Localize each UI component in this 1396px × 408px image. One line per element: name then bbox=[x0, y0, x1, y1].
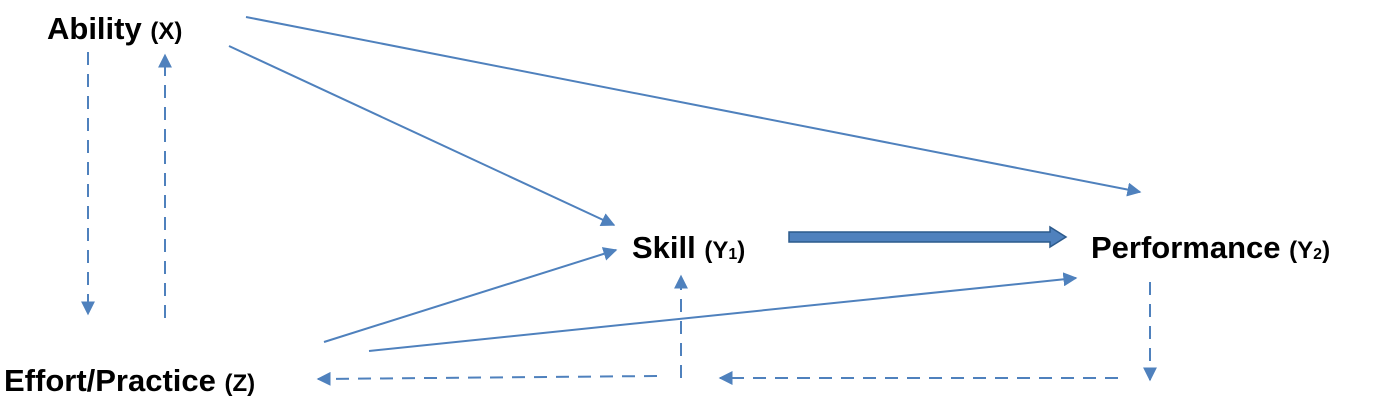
effort-label: Effort/Practice bbox=[4, 363, 216, 398]
performance-variable: (Y2) bbox=[1289, 237, 1330, 264]
effort-variable: (Z) bbox=[224, 370, 256, 397]
skill-var-close: ) bbox=[737, 237, 746, 264]
node-ability: Ability (X) bbox=[47, 13, 182, 44]
ability-label: Ability bbox=[47, 11, 142, 46]
node-effort-practice: Effort/Practice (Z) bbox=[4, 365, 255, 396]
arrow-ability-to-performance bbox=[245, 16, 1142, 197]
skill-var-open: (Y bbox=[704, 237, 729, 264]
ability-variable: (X) bbox=[150, 18, 183, 45]
node-skill: Skill (Y1) bbox=[632, 232, 745, 263]
skill-var-subscript: 1 bbox=[728, 246, 738, 263]
performance-var-subscript: 2 bbox=[1313, 246, 1323, 263]
dashed-arrow-to-effort bbox=[316, 371, 658, 386]
skill-variable: (Y1) bbox=[704, 237, 745, 264]
arrow-ability-to-skill bbox=[228, 45, 616, 227]
performance-label: Performance bbox=[1091, 230, 1281, 265]
arrow-effort-to-skill bbox=[323, 247, 618, 343]
thick-arrow-skill-to-performance bbox=[788, 225, 1068, 249]
performance-var-close: ) bbox=[1322, 237, 1331, 264]
node-performance: Performance (Y2) bbox=[1091, 232, 1330, 263]
arrow-effort-to-performance bbox=[368, 272, 1078, 352]
skill-label: Skill bbox=[632, 230, 696, 265]
performance-var-open: (Y bbox=[1289, 237, 1314, 264]
